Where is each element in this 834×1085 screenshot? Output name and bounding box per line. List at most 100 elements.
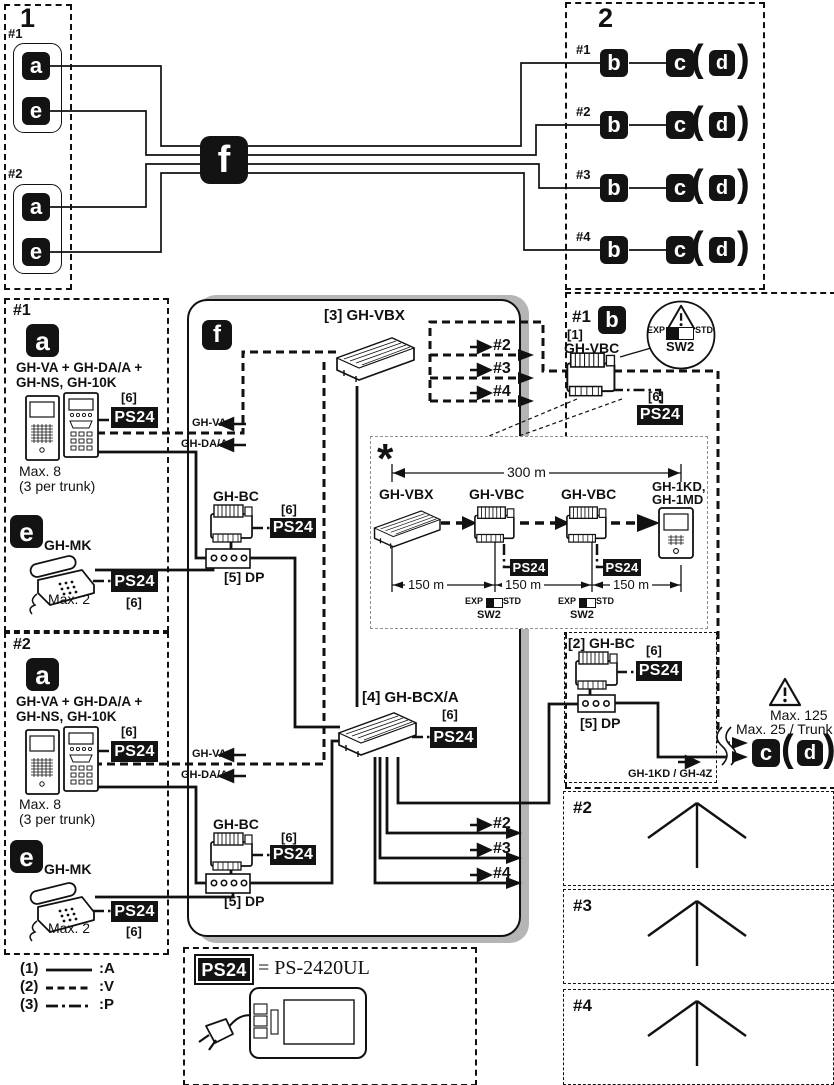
entrance-name: GH-VA + GH-DA/A + xyxy=(16,694,143,709)
door-icon-d: d xyxy=(709,112,735,138)
paren-open: ( xyxy=(691,38,704,80)
entrance-max: Max. 8 xyxy=(19,796,62,812)
detail-asterisk: * xyxy=(377,435,394,482)
ps24-badge: PS24 xyxy=(270,845,316,865)
paren-open: ( xyxy=(781,728,794,770)
continuation-2-id: #2 xyxy=(573,798,592,817)
dim-150m-label: 150 m xyxy=(405,577,448,593)
legend-row-3-label: :P xyxy=(99,996,114,1013)
hub-out-3-label: #3 xyxy=(493,840,511,857)
trunk1-outline xyxy=(4,298,169,632)
detail-callout-lines xyxy=(488,398,623,437)
v-wires xyxy=(98,320,730,766)
ref6-label: [6] xyxy=(648,389,664,404)
max-25-label: Max. 25 / Trunk xyxy=(736,721,833,737)
legend-row-2-num: (2) xyxy=(20,978,39,995)
detail-sw2-slider xyxy=(486,598,503,608)
ps24-badge-large: PS24 xyxy=(194,954,254,985)
door-icon-c: c xyxy=(666,111,694,139)
group-1-id: #1 xyxy=(8,26,23,41)
guard-max: Max. 2 xyxy=(48,920,91,936)
legend-row-3-num: (3) xyxy=(20,996,39,1013)
detail-sw2-exp: EXP xyxy=(558,596,577,606)
entrance-panel-1 xyxy=(25,392,99,461)
riser-icon-b: b xyxy=(600,111,628,139)
legend-row-1-label: :A xyxy=(99,960,115,977)
ref6-label: [6] xyxy=(126,924,142,939)
trunk1-id: #1 xyxy=(13,302,31,319)
p-wires xyxy=(93,388,662,913)
mini-arrows xyxy=(216,339,702,883)
door-icon-d: d xyxy=(709,175,735,201)
hub-out-3-label: #3 xyxy=(493,360,511,377)
detail-sw2-label: SW2 xyxy=(570,609,594,621)
continuation-4-id: #4 xyxy=(573,996,592,1015)
detail-vbx-label: GH-VBX xyxy=(379,486,434,502)
gh-daa-wire-label: GH-DA/A xyxy=(181,769,229,781)
gh-vbx-module xyxy=(336,337,415,383)
gh-va-wire-label: GH-VA xyxy=(192,417,227,429)
riser-dp-label: [5] DP xyxy=(580,715,621,731)
ref6-label: [6] xyxy=(442,707,458,722)
row-4-id: #4 xyxy=(576,229,591,244)
sw2-std-label: STD xyxy=(695,325,713,335)
sw2-exp-label: EXP xyxy=(647,325,666,335)
entrance-icon-a: a xyxy=(26,324,59,357)
row-2-id: #2 xyxy=(576,104,591,119)
gh-bc2-module xyxy=(210,832,253,871)
door-icon-d: d xyxy=(797,740,823,766)
guard-max: Max. 2 xyxy=(48,591,91,607)
entrance-icon-a: a xyxy=(26,658,59,691)
guard-icon-e1: e xyxy=(22,97,50,125)
hub-out-4-label: #4 xyxy=(493,865,511,882)
ref6-label: [6] xyxy=(121,390,137,405)
ps24-badge: PS24 xyxy=(270,518,316,538)
wire-note-label: GH-1KD / GH-4Z xyxy=(628,768,713,780)
ref6-label: [6] xyxy=(126,595,142,610)
gh-vbc-label: GH-VBC xyxy=(564,340,620,356)
entrance-name-2: GH-NS, GH-10K xyxy=(16,709,117,724)
detail-vbc2-label: GH-VBC xyxy=(561,486,617,502)
box-1-outline xyxy=(4,4,72,290)
sw2-slider xyxy=(666,327,694,340)
a-wires xyxy=(95,386,730,899)
row-3-id: #3 xyxy=(576,167,591,182)
door-icon-c: c xyxy=(666,49,694,77)
gh-bc1-module xyxy=(210,504,253,543)
detail-vbc1-label: GH-VBC xyxy=(469,486,525,502)
group-2-outline xyxy=(13,184,62,274)
detail-sw2-exp: EXP xyxy=(465,596,484,606)
dim-150m-label: 150 m xyxy=(610,577,653,593)
paren-close: ) xyxy=(737,100,750,142)
guard-name: GH-MK xyxy=(44,861,92,877)
riser-ref: [1] xyxy=(567,327,583,342)
ps24-badge: PS24 xyxy=(111,741,158,762)
gh-bc2-label: GH-BC xyxy=(213,816,259,832)
power-supply-illustration xyxy=(197,986,368,1060)
dimension-arrowheads xyxy=(393,468,680,589)
dim-150m-label: 150 m xyxy=(502,577,545,593)
riser-bc-outline xyxy=(564,632,717,783)
sw2-label: SW2 xyxy=(666,339,695,354)
paren-open: ( xyxy=(691,163,704,205)
ps24-badge: PS24 xyxy=(510,559,548,576)
box-2-outline xyxy=(565,2,765,290)
entrance-max-note: (3 per trunk) xyxy=(19,811,96,827)
door-icon-c: c xyxy=(666,174,694,202)
gh-daa-wire-label: GH-DA/A xyxy=(181,438,229,450)
hub-out-4-label: #4 xyxy=(493,383,511,400)
ps24-badge: PS24 xyxy=(111,407,158,428)
box-2-number: 2 xyxy=(598,3,614,33)
dp-terminals xyxy=(205,548,616,894)
group-2-id: #2 xyxy=(8,166,23,181)
max-125-label: Max. 125 xyxy=(770,707,828,723)
guard-name: GH-MK xyxy=(44,537,92,553)
legend-row-2-label: :V xyxy=(99,978,114,995)
gh-bcx-label: [4] GH-BCX/A xyxy=(362,689,459,706)
continuation-arrows xyxy=(647,802,747,1066)
gh-vbc-module xyxy=(566,352,616,397)
ps24-badge: PS24 xyxy=(430,727,477,748)
entrance-panel-2 xyxy=(25,726,99,795)
riser-icon-b: b xyxy=(600,236,628,264)
ref6-label: [6] xyxy=(281,502,297,517)
